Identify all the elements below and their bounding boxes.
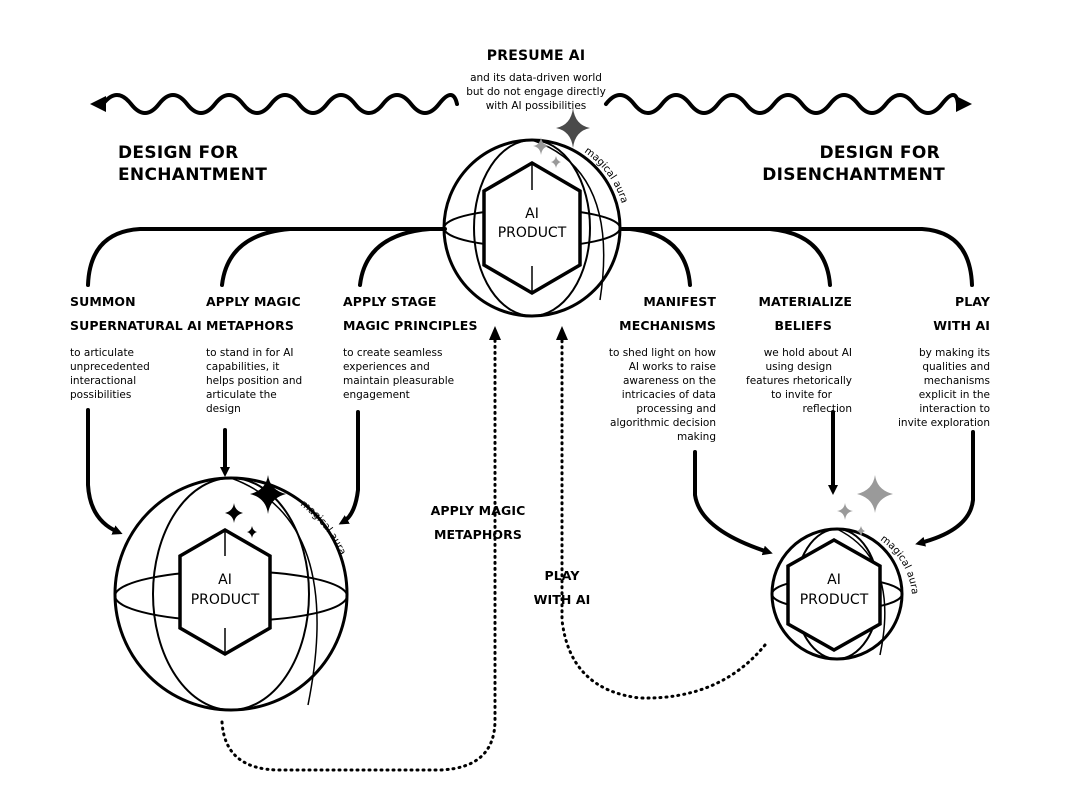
strategy-title: SUMMON <box>70 294 136 309</box>
strategy-desc: unprecedented <box>70 361 150 373</box>
ai-product-sphere-center: AI PRODUCT <box>442 138 622 318</box>
strategy-desc: experiences and <box>343 361 430 373</box>
sparkle-icon <box>837 503 853 520</box>
strategy-title: APPLY MAGIC <box>206 294 301 309</box>
strategy-desc: invite exploration <box>898 417 990 429</box>
sparkle-icon <box>556 108 590 148</box>
product-label-line-2: PRODUCT <box>800 592 869 608</box>
strategy-desc: to articulate <box>70 347 134 359</box>
strategy-desc: capabilities, it <box>206 361 279 373</box>
strategy-desc: qualities and <box>922 361 990 373</box>
strategy-desc: interactional <box>70 375 136 387</box>
section-disenchantment-line-2: DISENCHANTMENT <box>762 165 945 185</box>
strategy-summon-supernatural-ai: SUMMON SUPERNATURAL AI to articulate unp… <box>70 294 202 401</box>
strategy-desc: engagement <box>343 389 410 401</box>
product-label-line-1: AI <box>827 572 841 588</box>
strategy-desc: AI works to raise <box>629 361 716 373</box>
sparkle-icon <box>551 156 561 168</box>
dotted-crossover-paths <box>220 336 767 772</box>
section-disenchantment-line-1: DESIGN FOR <box>819 143 940 163</box>
product-label-line-1: AI <box>525 206 539 222</box>
strategy-desc: features rhetorically <box>746 375 852 387</box>
sparkle-icon <box>533 137 549 155</box>
presume-ai-title: PRESUME AI <box>487 48 585 64</box>
presume-ai-line-1: and its data-driven world <box>470 72 602 84</box>
strategy-desc: interaction to <box>919 403 990 415</box>
ai-product-sphere-enchanted: AI PRODUCT <box>113 476 349 712</box>
magical-aura-label-right: magical aura <box>878 533 920 595</box>
strategy-desc: mechanisms <box>924 375 990 387</box>
strategy-title: MATERIALIZE <box>759 294 852 309</box>
strategy-desc: reflection <box>802 403 852 415</box>
strategy-desc: using design <box>765 361 832 373</box>
ai-product-sphere-disenchanted: AI PRODUCT <box>770 527 904 661</box>
section-enchantment-line-2: ENCHANTMENT <box>118 165 267 185</box>
strategy-desc: to invite for <box>771 389 833 401</box>
dotted-arrowhead-left <box>489 326 501 340</box>
strategy-desc: we hold about AI <box>764 347 852 359</box>
strategy-title: METAPHORS <box>206 318 294 333</box>
strategy-materialize-beliefs: MATERIALIZE BELIEFS we hold about AI usi… <box>746 294 852 415</box>
strategy-desc: explicit in the <box>919 389 990 401</box>
left-arrowhead <box>90 96 106 112</box>
sparkle-icon <box>225 503 243 523</box>
sparkle-icon <box>247 526 257 538</box>
strategy-title: APPLY STAGE <box>343 294 437 309</box>
strategy-title: WITH AI <box>933 318 990 333</box>
crossover-play-line-2: WITH AI <box>534 592 591 607</box>
right-arrowhead <box>956 96 972 112</box>
strategy-apply-magic-metaphors: APPLY MAGIC METAPHORS to stand in for AI… <box>206 294 302 415</box>
strategy-desc: awareness on the <box>623 375 716 387</box>
strategy-manifest-mechanisms: MANIFEST MECHANISMS to shed light on how… <box>609 294 717 443</box>
product-label-line-2: PRODUCT <box>191 592 260 608</box>
strategy-title: MECHANISMS <box>619 318 716 333</box>
strategy-title: MANIFEST <box>643 294 716 309</box>
strategy-title: PLAY <box>955 294 991 309</box>
strategy-desc: processing and <box>636 403 716 415</box>
strategy-desc: design <box>206 403 241 415</box>
branch-connectors <box>86 227 974 287</box>
dotted-arrowhead-right <box>556 326 568 340</box>
presume-ai-line-2: but do not engage directly <box>466 86 606 98</box>
strategy-desc: to create seamless <box>343 347 442 359</box>
crossover-apply-magic-line-1: APPLY MAGIC <box>431 503 526 518</box>
sparkle-icon <box>250 475 286 514</box>
strategy-title: SUPERNATURAL AI <box>70 318 202 333</box>
product-label-line-1: AI <box>218 572 232 588</box>
presume-ai-wavy-arrow <box>101 93 960 115</box>
sparkle-icon <box>857 526 865 536</box>
strategy-desc: by making its <box>919 347 990 359</box>
strategy-title: MAGIC PRINCIPLES <box>343 318 478 333</box>
magical-aura-label-center: magical aura <box>582 145 629 204</box>
strategy-desc: helps position and <box>206 375 302 387</box>
crossover-play-line-1: PLAY <box>544 568 580 583</box>
strategy-desc: articulate the <box>206 389 277 401</box>
product-label-line-2: PRODUCT <box>498 225 567 241</box>
strategy-desc: intricacies of data <box>622 389 716 401</box>
crossover-apply-magic-line-2: METAPHORS <box>434 527 522 542</box>
strategy-desc: maintain pleasurable <box>343 375 454 387</box>
strategy-desc: possibilities <box>70 389 131 401</box>
strategy-desc: to stand in for AI <box>206 347 294 359</box>
magical-aura-label-left: magical aura <box>298 499 348 557</box>
solid-flow-arrows <box>86 408 975 556</box>
strategy-apply-stage-magic-principles: APPLY STAGE MAGIC PRINCIPLES to create s… <box>343 294 478 401</box>
strategy-desc: making <box>677 431 716 443</box>
sparkle-icon <box>857 475 893 513</box>
strategy-desc: algorithmic decision <box>610 417 716 429</box>
strategy-title: BELIEFS <box>775 318 832 333</box>
strategy-desc: to shed light on how <box>609 347 717 359</box>
strategy-play-with-ai: PLAY WITH AI by making its qualities and… <box>898 294 991 429</box>
presume-ai-line-3: with AI possibilities <box>486 100 587 112</box>
section-enchantment-line-1: DESIGN FOR <box>118 143 239 163</box>
